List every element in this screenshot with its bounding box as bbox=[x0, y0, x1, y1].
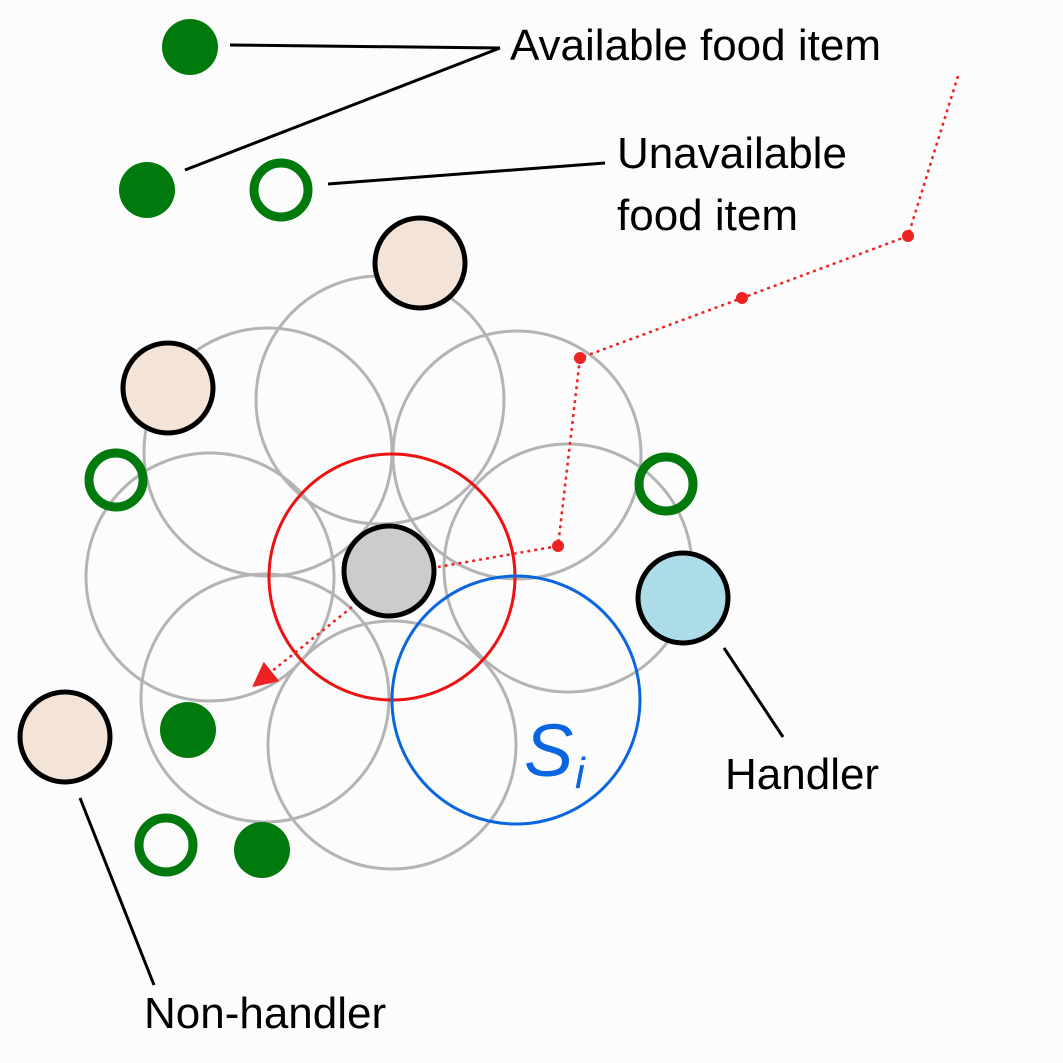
leader-line-non-handler bbox=[78, 797, 156, 986]
available-food-label: Available food item bbox=[510, 21, 881, 70]
neighbor-range-lower-left bbox=[139, 572, 391, 824]
unavailable-food-item bbox=[134, 813, 198, 877]
unavailable-food-label-line2: food item bbox=[617, 191, 798, 240]
non-handler-agents bbox=[17, 215, 468, 785]
non-handler-agent bbox=[17, 689, 113, 785]
leader-line-unavailable bbox=[327, 161, 606, 186]
leader-line-available-2 bbox=[184, 46, 501, 172]
handler-label: Handler bbox=[725, 750, 879, 799]
non-handler-agent bbox=[120, 340, 216, 436]
unavailable-food-item bbox=[634, 452, 698, 516]
trajectory-point bbox=[552, 540, 564, 552]
trajectory-point bbox=[574, 352, 586, 364]
trajectory bbox=[252, 75, 960, 688]
leader-line-handler bbox=[722, 647, 785, 738]
unavailable-food-items bbox=[84, 158, 698, 877]
leader-lines bbox=[78, 43, 785, 986]
handler-agent bbox=[635, 550, 731, 646]
neighbor-range-left bbox=[84, 451, 336, 703]
unavailable-food-label-line1: Unavailable bbox=[617, 129, 847, 178]
available-food-item bbox=[160, 702, 216, 758]
neighbor-ranges bbox=[84, 274, 694, 871]
unavailable-food-item bbox=[84, 448, 148, 512]
available-food-item bbox=[162, 19, 218, 75]
trajectory-heading-arrow bbox=[252, 606, 353, 688]
leader-line-available-1 bbox=[229, 43, 501, 50]
available-food-item bbox=[119, 162, 175, 218]
available-food-items bbox=[119, 19, 290, 878]
unavailable-food-item bbox=[249, 158, 313, 222]
trajectory-point bbox=[736, 292, 748, 304]
sensing-range-subscript: i bbox=[575, 749, 586, 798]
non-handler-label: Non-handler bbox=[144, 989, 386, 1038]
sensing-range-symbol: S bbox=[524, 709, 573, 792]
trajectory-point bbox=[902, 230, 914, 242]
focal-agent bbox=[341, 523, 437, 619]
available-food-item bbox=[234, 822, 290, 878]
neighbor-range-bottom bbox=[266, 619, 518, 871]
sensing-range-circle bbox=[390, 574, 642, 826]
non-handler-agent bbox=[372, 215, 468, 311]
